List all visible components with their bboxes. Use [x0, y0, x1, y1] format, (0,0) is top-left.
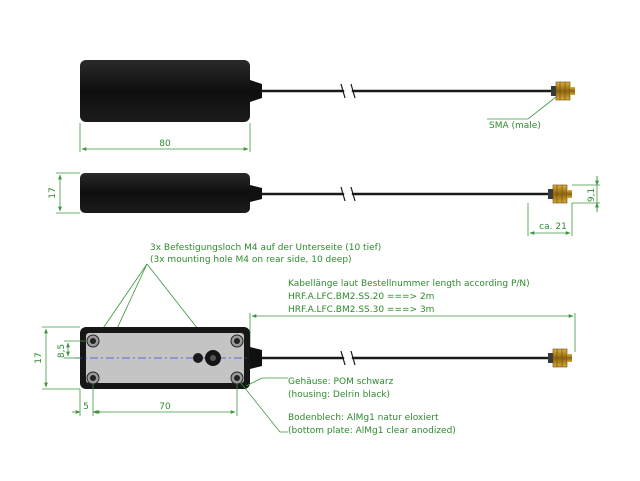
dim-5-label: 5 [83, 402, 89, 412]
pn-1-note: HRF.A.LFC.BM2.SS.20 ===> 2m [288, 292, 434, 302]
housing-note-de: Gehäuse: POM schwarz [288, 377, 394, 387]
sma-leader [487, 96, 557, 120]
housing-note-en: (housing: Delrin black) [288, 390, 390, 400]
dim-9-1-label: 9,1 [587, 188, 597, 202]
top-cable-break [340, 83, 356, 99]
plate-leader [239, 381, 288, 433]
housing-leader [245, 377, 288, 387]
dim-70-label: 70 [159, 402, 171, 412]
mounting-hole-4 [230, 371, 244, 385]
dim-17-bottom-label: 17 [34, 352, 44, 363]
dim-8-5-label: 8,5 [57, 344, 67, 358]
bottom-cable-break [340, 350, 356, 366]
cable-length-note: Kabellänge laut Bestellnummer length acc… [288, 279, 530, 289]
plate-note-en: (bottom plate: AlMg1 clear anodized) [288, 426, 456, 436]
top-strain-relief [250, 80, 262, 102]
dim-17-side-label: 17 [48, 187, 58, 198]
dim-80-label: 80 [159, 139, 171, 149]
bottom-strain-relief [250, 347, 262, 369]
plate-note-de: Bodenblech: AlMg1 natur eloxiert [288, 413, 439, 423]
mounting-note-en: (3x mounting hole M4 on rear side, 10 de… [150, 255, 352, 265]
top-housing [80, 60, 250, 122]
mounting-hole-1 [86, 334, 100, 348]
mounting-hole-3 [230, 334, 244, 348]
side-view: 17 9,1 ca. 21 [48, 172, 600, 236]
side-strain-relief [250, 185, 262, 202]
top-sma-connector [551, 81, 575, 101]
dim-ca21-label: ca. 21 [539, 222, 567, 232]
top-view: 80 SMA (male) [79, 60, 575, 152]
mounting-hole-2 [86, 371, 100, 385]
bottom-sma-connector [548, 348, 572, 368]
side-sma-connector [548, 184, 572, 204]
mounting-note-de: 3x Befestigungsloch M4 auf der Unterseit… [150, 243, 381, 253]
pn-2-note: HRF.A.LFC.BM2.SS.30 ===> 3m [288, 305, 434, 315]
sma-note: SMA (male) [489, 121, 541, 131]
side-housing [80, 173, 250, 213]
side-cable-break [340, 186, 356, 202]
bottom-view: 3x Befestigungsloch M4 auf der Unterseit… [34, 243, 576, 436]
center-screw [193, 350, 221, 366]
